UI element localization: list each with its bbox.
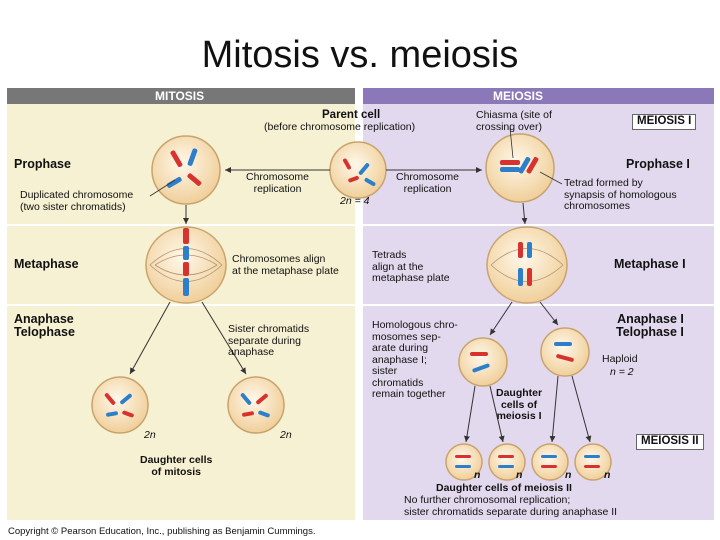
copyright: Copyright © Pearson Education, Inc., pub… [8,526,316,537]
meiosis-two-box: MEIOSIS II [636,434,704,450]
arrow-meiosis-meta-to-right [539,301,559,326]
tetrads-align-label: Tetrads align at the metaphase plate [372,249,450,284]
parent-cell-label: Parent cell [322,109,381,121]
arrow-mitosis-meta-to-right [201,301,247,375]
meiosis-metaphase-one-cell [486,226,568,304]
mitosis-prophase-cell [151,135,221,205]
mitosis-daughter-cells-label: Daughter cells of mitosis [140,454,213,478]
chiasma-label: Chiasma (site of crossing over) [476,109,552,133]
meiosis-two-daughter-label: Daughter cells of meiosis II [436,482,572,494]
mitosis-ploidy-right: 2n [280,429,292,441]
meiosis-two-daughter-1 [445,443,483,481]
mitosis-daughter-cell-left [91,376,149,434]
tetrad-formed-label: Tetrad formed by synapsis of homologous … [564,177,677,212]
arrow-meiosis-pro-to-meta [521,202,528,225]
arrow-meiosis-meta-to-left [489,301,513,336]
chromosomes-align-label: Chromosomes align at the metaphase plate [232,253,339,277]
mitosis-replication-label: Chromosome replication [246,171,310,195]
meiosis-prophase-one-label: Prophase I [626,157,690,171]
meiosis-one-box: MEIOSIS I [632,114,697,130]
mitosis-metaphase-label: Metaphase [14,257,79,271]
arrow-mitosis-meta-to-left [129,301,171,375]
meiosis-one-daughter-right [540,327,590,377]
pointer-tetrad [539,171,563,185]
parent-cell [329,141,387,199]
meiosis-two-n-4: n [604,469,611,481]
homologous-separate-label: Homologous chro- mosomes sep- arate duri… [372,319,458,400]
pointer-duplicated-chromosome [149,179,176,197]
meiosis-two-n-2: n [516,469,523,481]
meiosis-metaphase-one-label: Metaphase I [614,257,686,271]
parent-cell-note: (before chromosome replication) [264,121,416,133]
mitosis-ploidy-left: 2n [144,429,156,441]
meiosis-anaphase-telophase-one-label: Anaphase I Telophase I [616,312,684,339]
arrow-meiosis-one-left-b [489,385,505,443]
meiosis-one-daughter-label: Daughter cells of meiosis I [496,387,543,422]
mitosis-prophase-label: Prophase [14,157,71,171]
meiosis-two-daughter-4 [574,443,612,481]
meiosis-prophase-one-cell [485,133,555,203]
meiosis-replication-label: Chromosome replication [396,171,460,195]
mitosis-daughter-cell-right [227,376,285,434]
pointer-chiasma [509,127,514,159]
arrow-meiosis-one-right-b [571,375,592,443]
arrow-meiosis-one-left-a [463,385,476,443]
slide-title: Mitosis vs. meiosis [201,34,519,76]
no-further-replication-label: No further chromosomal replication; sist… [404,494,618,518]
mitosis-metaphase-cell [145,226,227,304]
duplicated-chromosome-label: Duplicated chromosome (two sister chroma… [20,189,134,213]
sister-chromatids-label: Sister chromatids separate during anapha… [228,323,310,358]
haploid-label: Haploid [602,353,638,365]
center-ploidy: 2n = 4 [340,195,370,207]
meiosis-two-daughter-2 [488,443,526,481]
mitosis-anaphase-telophase-label: Anaphase Telophase [14,312,75,339]
arrow-meiosis-one-right-a [549,375,559,443]
meiosis-two-daughter-3 [531,443,569,481]
mitosis-header: MITOSIS [7,88,355,104]
meiosis-one-daughter-left [458,337,508,387]
meiosis-two-n-1: n [474,469,481,481]
meiosis-two-n-3: n [565,469,572,481]
meiosis-header: MEIOSIS [363,88,714,104]
haploid-n-label: n = 2 [610,366,634,378]
